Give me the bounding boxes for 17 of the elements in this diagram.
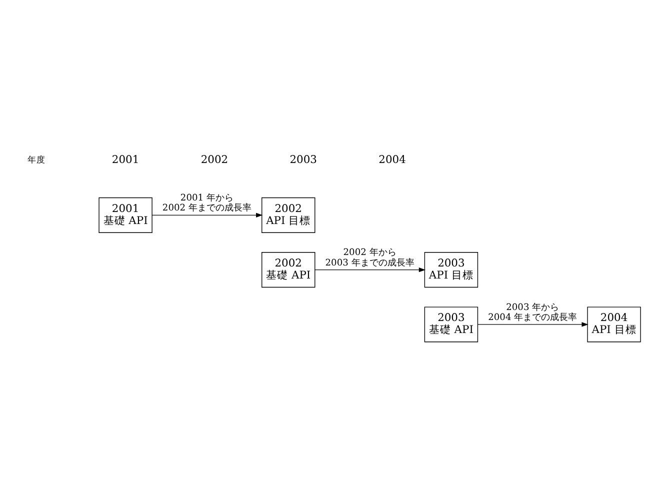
edge-label: 2001 年から 2002 年までの成長率	[162, 194, 252, 214]
edge-label: 2002 年から 2003 年までの成長率	[325, 248, 414, 268]
label: 2002	[200, 153, 228, 166]
node-box: 2003 API 目標	[424, 252, 478, 288]
arrow	[152, 212, 263, 218]
arrow	[477, 322, 588, 327]
label: 年度	[28, 156, 46, 166]
label: 2004	[378, 153, 406, 166]
node-box: 2001 基礎 API	[98, 197, 152, 233]
node-box: 2002 基礎 API	[262, 252, 316, 288]
node-box: 2003 基礎 API	[424, 306, 478, 342]
node-box: 2004 API 目標	[587, 306, 641, 342]
node-box: 2002 API 目標	[262, 197, 316, 233]
label: 2003	[290, 153, 317, 166]
edge-label: 2003 年から 2004 年までの成長率	[488, 302, 578, 323]
label: 2001	[112, 153, 140, 166]
arrow	[314, 267, 426, 272]
